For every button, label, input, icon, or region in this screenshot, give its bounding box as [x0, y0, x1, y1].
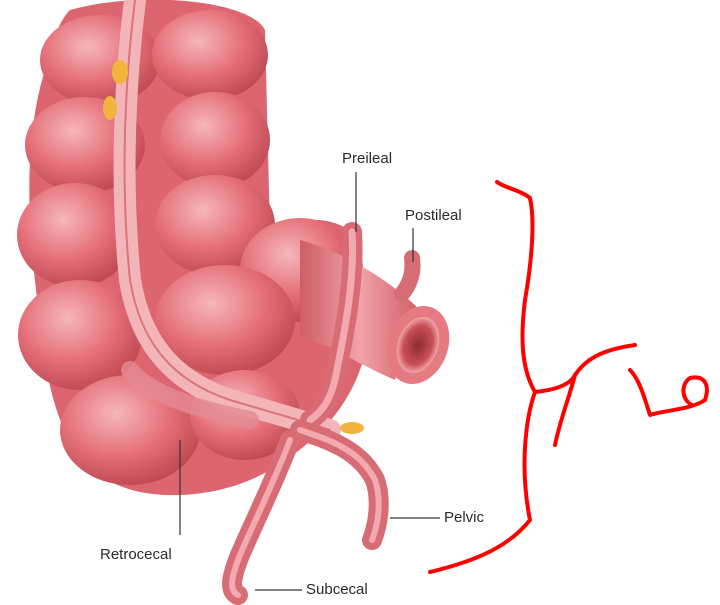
handwriting-mark	[535, 345, 707, 445]
label-postileal: Postileal	[405, 207, 462, 224]
label-retrocecal: Retrocecal	[100, 546, 172, 563]
label-preileal: Preileal	[342, 150, 392, 167]
label-pelvic: Pelvic	[444, 509, 484, 526]
postileal-appendix	[402, 258, 413, 294]
label-subcecal: Subcecal	[306, 581, 368, 598]
